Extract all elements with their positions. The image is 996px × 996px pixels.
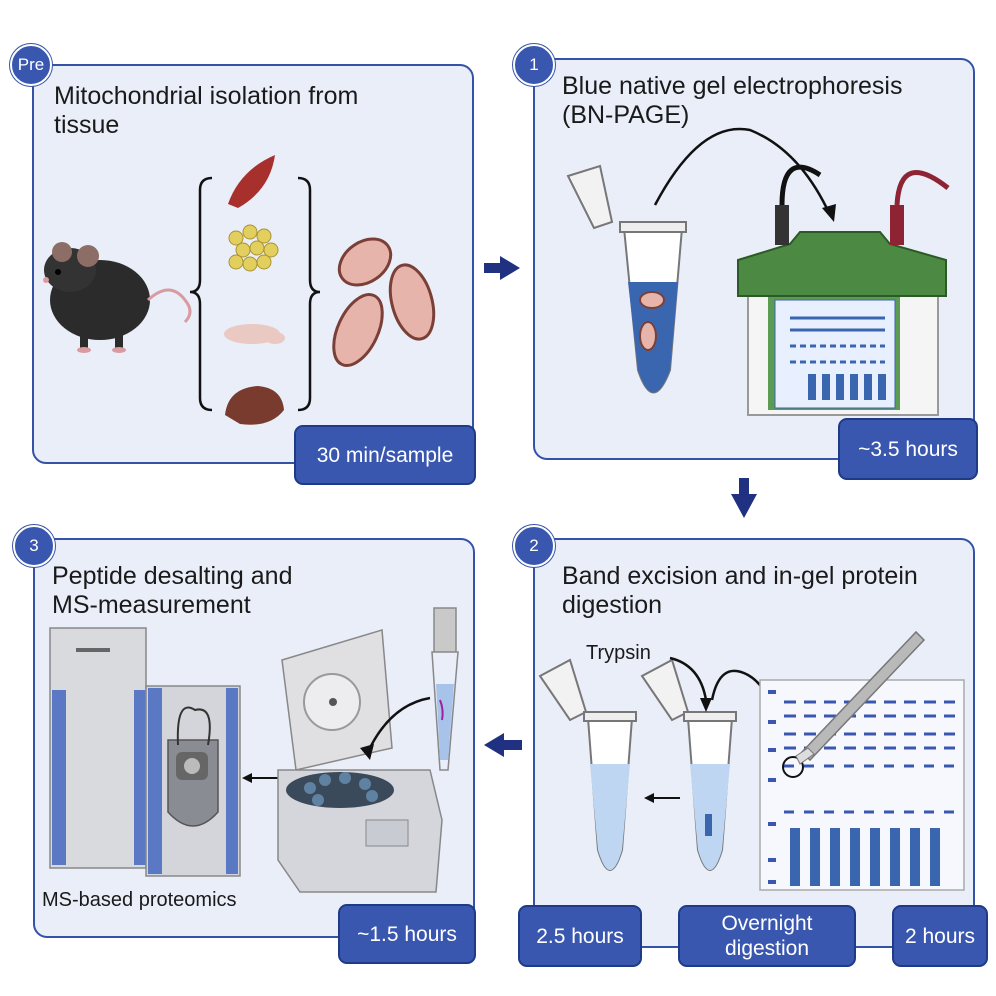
scalpel-icon (795, 630, 926, 765)
bracket-icon (189, 176, 321, 412)
tube-trypsin-icon (640, 658, 737, 871)
small-arrow-step2-icon (644, 793, 680, 803)
brain-tissue-icon (224, 324, 285, 344)
cable-arrow-icon (653, 127, 836, 222)
title-line: Peptide desalting and (52, 562, 293, 590)
time-badge-pre: 30 min/sample (294, 425, 476, 485)
muscle-tissue-icon (228, 155, 275, 208)
panel-step1-title: Blue native gel electrophoresis (BN-PAGE… (562, 72, 902, 130)
time-badge-step2-b: Overnight digestion (678, 905, 856, 967)
title-line: (BN-PAGE) (562, 101, 690, 129)
title-line: Blue native gel electrophoresis (562, 72, 903, 100)
trypsin-label: Trypsin (586, 642, 651, 664)
mitochondria-icon (332, 237, 436, 367)
tube-with-mitochondria-icon (566, 164, 687, 394)
title-line: Mitochondrial isolation from (54, 82, 359, 110)
ms-proteomics-label: MS-based proteomics (42, 889, 237, 911)
title-line: tissue (54, 111, 120, 139)
time-badge-step2-c: 2 hours (892, 905, 988, 967)
time-badge-step3: ~1.5 hours (338, 904, 476, 964)
small-arrow-step3-icon (242, 773, 278, 783)
desalting-tip-icon (431, 607, 459, 771)
panel-pre-title: Mitochondrial isolation from tissue (54, 82, 358, 140)
fat-tissue-icon (228, 224, 279, 272)
panel-step3-title: Peptide desalting and MS-measurement (52, 562, 292, 620)
time-badge-step2-a: 2.5 hours (518, 905, 642, 967)
mass-spectrometer-icon (49, 627, 241, 877)
flow-arrow-pre-to-1-icon (484, 256, 520, 280)
panel-step2-title: Band excision and in-gel protein digesti… (562, 562, 918, 620)
step-badge-1: 1 (513, 44, 555, 86)
tip-to-centrifuge-arrow-icon (360, 696, 431, 760)
time-line: Overnight (721, 912, 813, 935)
liver-tissue-icon (225, 386, 284, 425)
title-line: digestion (562, 591, 663, 619)
trypsin-arrowhead-icon (700, 698, 712, 712)
mouse-icon (43, 242, 192, 353)
tube-digested-icon (538, 658, 637, 871)
flow-arrow-2-to-3-icon (484, 733, 522, 757)
time-line: digestion (724, 937, 810, 960)
time-badge-step1: ~3.5 hours (838, 418, 978, 480)
step-badge-pre: Pre (10, 44, 52, 86)
title-line: MS-measurement (52, 591, 251, 619)
gel-sheet-icon (759, 679, 965, 891)
gel-box-icon (737, 164, 950, 416)
step-badge-2: 2 (513, 525, 555, 567)
centrifuge-icon (277, 629, 443, 893)
flow-arrow-1-to-2-icon (731, 478, 757, 518)
title-line: Band excision and in-gel protein (562, 562, 918, 590)
step-badge-3: 3 (13, 525, 55, 567)
